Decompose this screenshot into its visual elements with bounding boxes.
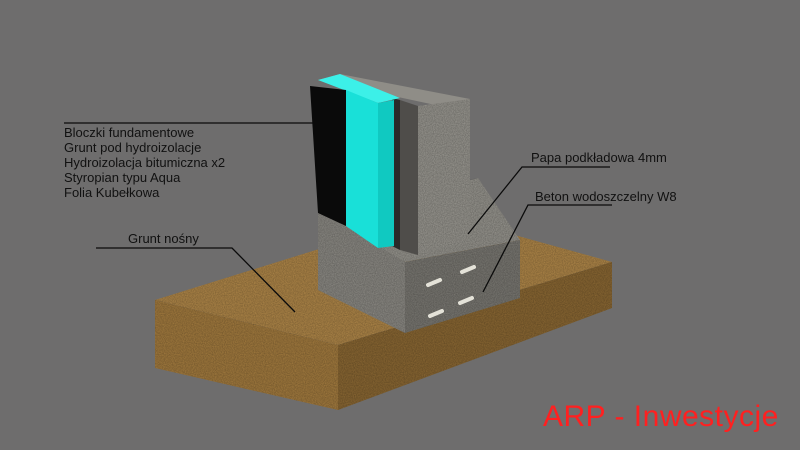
label-papa: Papa podkładowa 4mm — [531, 150, 667, 165]
label-beton: Beton wodoszczelny W8 — [535, 189, 677, 204]
leader-grunt — [96, 247, 296, 313]
leader-papa — [467, 166, 610, 235]
leader-lines — [64, 122, 612, 313]
insulation-top-face — [318, 74, 400, 103]
insulation-front-face — [346, 90, 378, 248]
layer-label: Folia Kubełkowa — [64, 185, 160, 200]
layer-label: Grunt pod hydroizolacje — [64, 140, 202, 155]
insulation-layer — [318, 74, 400, 248]
brand-watermark: ARP - Inwestycje — [543, 400, 779, 433]
label-grunt: Grunt nośny — [128, 231, 199, 246]
layer-label: Styropian typu Aqua — [64, 170, 181, 185]
leader-beton — [482, 204, 612, 293]
membrane-layer — [400, 100, 418, 255]
layer-label: Hydroizolacja bitumiczna x2 — [64, 155, 226, 170]
rebar-ends — [426, 265, 476, 318]
insulation-side-face — [378, 100, 394, 248]
bitumen-front-face — [310, 86, 346, 226]
wall-grain — [418, 99, 470, 255]
layer-label: Bloczki fundamentowe — [64, 125, 195, 140]
